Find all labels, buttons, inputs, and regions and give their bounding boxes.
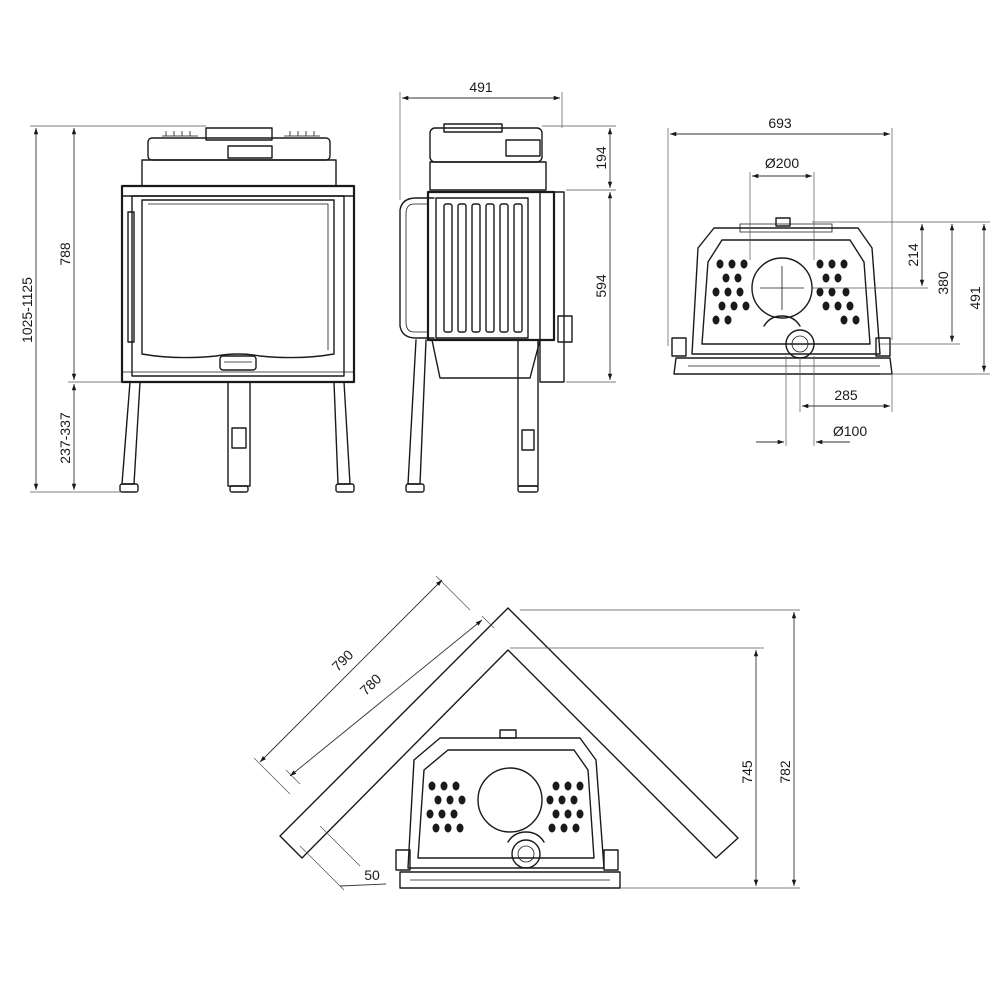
top-view-perforations	[712, 259, 860, 325]
front-view	[119, 127, 356, 493]
dim-leg-height: 237-337	[57, 412, 73, 464]
side-view	[399, 123, 573, 493]
side-dimensions: 491 194 594	[399, 79, 616, 383]
top-dimensions: 693 Ø200 214 380 491 285 Ø100	[667, 115, 990, 446]
dim-air-inlet-diameter: Ø100	[833, 423, 867, 439]
dim-top-width: 693	[768, 115, 792, 131]
dim-corner-outer-depth: 782	[777, 760, 793, 784]
corner-dimensions: 790 780 745 782 50	[253, 575, 800, 891]
dim-side-door: 594	[593, 274, 609, 298]
dim-depth-inner: 380	[935, 271, 951, 295]
dim-overall-height: 1025-1125	[19, 277, 35, 343]
dim-outlet-diameter: Ø200	[765, 155, 799, 171]
front-dimensions: 1025-1125 788 237-337	[19, 125, 206, 493]
corner-view	[279, 607, 739, 889]
corner-view-perforations	[426, 781, 584, 833]
dim-side-depth: 491	[469, 79, 493, 95]
dim-depth-total: 491	[967, 286, 983, 310]
dim-corner-inner-length: 780	[357, 670, 385, 698]
dim-corner-inner-depth: 745	[739, 760, 755, 784]
dim-outlet-offset: 214	[905, 243, 921, 267]
dim-corner-gap: 50	[364, 867, 380, 883]
dim-air-inlet-offset: 285	[834, 387, 858, 403]
dim-side-top: 194	[593, 146, 609, 170]
dim-body-height: 788	[57, 242, 73, 266]
top-view	[671, 217, 893, 375]
